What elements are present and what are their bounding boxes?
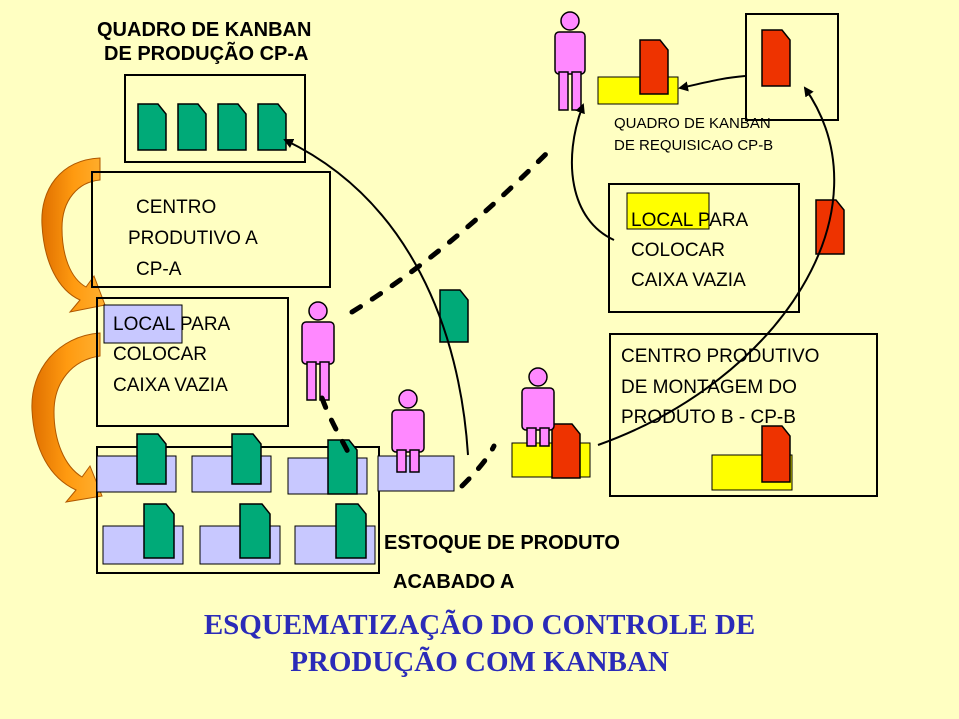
label-montagem-2: DE MONTAGEM DO	[621, 377, 797, 398]
dashed-path-estoque	[319, 395, 351, 455]
worker-top	[554, 11, 586, 111]
diagram-title-line-1: ESQUEMATIZAÇÃO DO CONTROLE DE	[203, 609, 756, 641]
label-quadro-producao-1: QUADRO DE KANBAN	[97, 19, 312, 41]
label-centro-a-3: CP-A	[136, 259, 182, 280]
orange-curved-arrow-2	[31, 332, 103, 503]
board-production-cpa	[124, 74, 306, 163]
dashed-path-right	[459, 443, 497, 489]
dashed-flows	[319, 147, 553, 489]
flow-line-top	[678, 75, 746, 92]
label-montagem-3: PRODUTO B - CP-B	[621, 407, 796, 428]
worker-mid	[301, 301, 335, 401]
label-local-b-1: LOCAL PARA	[631, 210, 749, 231]
label-montagem-1: CENTRO PRODUTIVO	[621, 346, 820, 367]
kanban-cards-production	[136, 103, 469, 559]
board-requisition-cpb	[745, 13, 839, 121]
label-quadro-requisicao-2: DE REQUISICAO CP-B	[614, 137, 774, 154]
flow-line-return	[597, 86, 836, 446]
label-local-b-2: COLOCAR	[631, 240, 725, 261]
label-centro-a-2: PRODUTIVO A	[128, 228, 258, 249]
box-centro-montagem	[609, 333, 878, 497]
flow-line-production	[283, 138, 469, 456]
orange-curved-arrow-1	[41, 157, 106, 313]
flow-line-requisition-up	[571, 103, 615, 241]
label-local-a-2: COLOCAR	[113, 344, 207, 365]
dashed-path-main	[349, 147, 553, 315]
label-local-a-3: CAIXA VAZIA	[113, 375, 228, 396]
label-centro-a-1: CENTRO	[136, 197, 217, 218]
label-estoque-1: ESTOQUE DE PRODUTO	[384, 532, 620, 554]
empty-box-slot-a	[103, 304, 183, 344]
box-local-caixa-vazia-a	[96, 297, 289, 427]
box-centro-produtivo-a	[91, 171, 331, 288]
worker-estoque	[391, 389, 425, 473]
label-estoque-2: ACABADO A	[393, 571, 515, 593]
label-local-a-1: LOCAL PARA	[113, 314, 231, 335]
label-quadro-requisicao-1: QUADRO DE KANBAN	[614, 115, 771, 132]
label-quadro-producao-2: DE PRODUÇÃO CP-A	[104, 43, 309, 65]
yellow-slot-b	[626, 192, 710, 230]
workers	[301, 11, 586, 473]
label-local-b-3: CAIXA VAZIA	[631, 270, 746, 291]
diagram-title-line-2: PRODUÇÃO COM KANBAN	[290, 646, 669, 678]
flow-lines	[283, 75, 836, 456]
box-local-caixa-vazia-b	[608, 183, 800, 313]
worker-montagem	[521, 367, 555, 447]
